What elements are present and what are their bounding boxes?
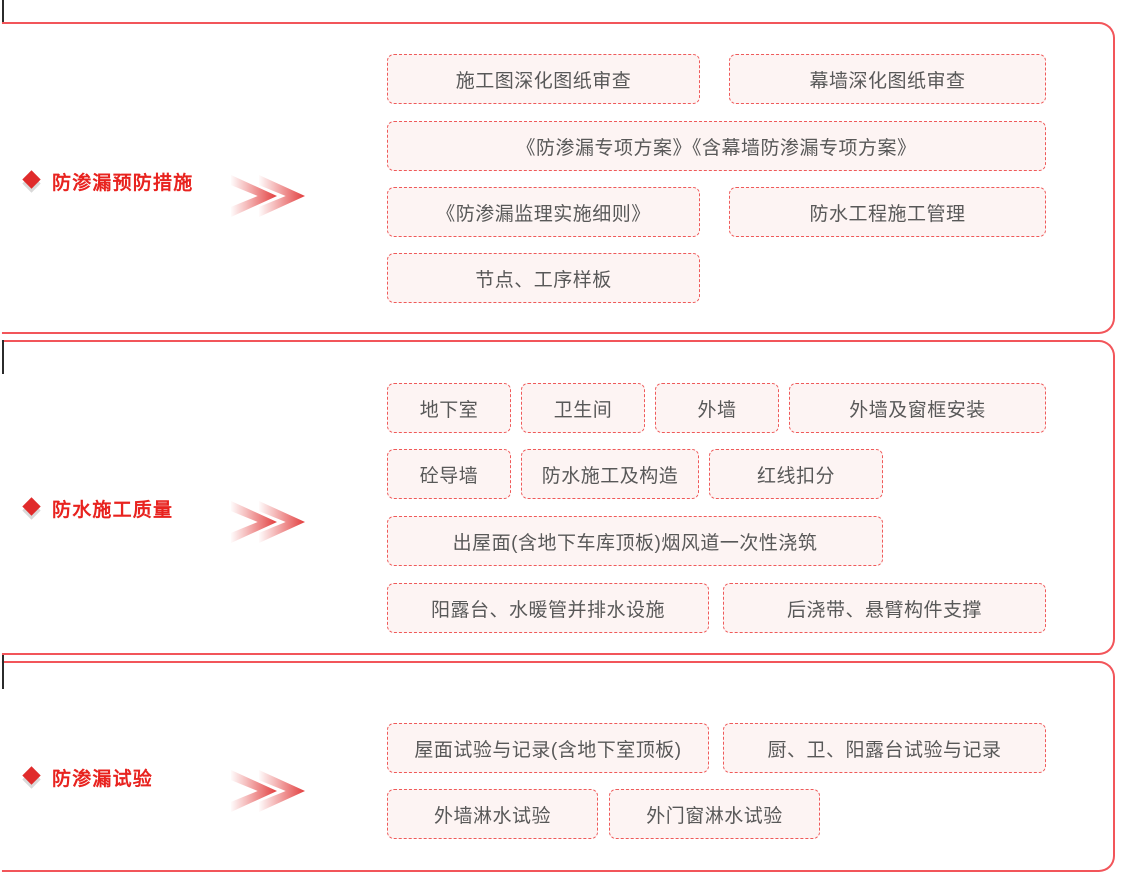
double-chevron-arrow-icon (231, 175, 305, 217)
tag-box[interactable]: 阳露台、水暖管并排水设施 (387, 583, 709, 633)
tag-box[interactable]: 砼导墙 (387, 449, 511, 499)
section-label-text: 防水施工质量 (52, 500, 174, 521)
tag-box[interactable]: 卫生间 (521, 383, 645, 433)
left-edge-tick (2, 0, 4, 22)
tag-box[interactable]: 节点、工序样板 (387, 253, 700, 303)
diamond-bullet-icon (22, 497, 41, 520)
tag-box[interactable]: 外门窗淋水试验 (609, 789, 820, 839)
tag-box[interactable]: 厨、卫、阳露台试验与记录 (723, 723, 1046, 773)
tag-box[interactable]: 出屋面(含地下车库顶板)烟风道一次性浇筑 (387, 516, 883, 566)
tag-box[interactable]: 施工图深化图纸审查 (387, 54, 700, 104)
section-construction-quality: 防水施工质量 地下室 卫生间 外墙 外墙及窗框安装 砼导墙 防水施工及构造 红线… (0, 340, 1123, 655)
tag-box[interactable]: 外墙淋水试验 (387, 789, 598, 839)
tag-box[interactable]: 屋面试验与记录(含地下室顶板) (387, 723, 709, 773)
diamond-bullet-icon (22, 170, 41, 193)
tag-box[interactable]: 防水工程施工管理 (729, 187, 1046, 237)
double-chevron-arrow-icon (231, 770, 305, 812)
tag-box[interactable]: 地下室 (387, 383, 511, 433)
left-edge-tick (2, 340, 4, 374)
tag-box[interactable]: 红线扣分 (709, 449, 883, 499)
section-prevention: 防渗漏预防措施 施工图深化图纸审查 幕墙深化图纸审查 《防渗漏专项方案》《含幕墙… (0, 0, 1123, 334)
tag-box[interactable]: 《防渗漏监理实施细则》 (387, 187, 700, 237)
tag-box[interactable]: 外墙及窗框安装 (789, 383, 1046, 433)
section-leak-test: 防渗漏试验 屋面试验与记录(含地下室顶板) 厨、卫、阳露台试验与记录 外墙淋水试… (0, 655, 1123, 872)
diamond-bullet-icon (22, 766, 41, 789)
section-label-construction-quality: 防水施工质量 (22, 495, 173, 522)
tag-box[interactable]: 防水施工及构造 (521, 449, 699, 499)
tag-box[interactable]: 幕墙深化图纸审查 (729, 54, 1046, 104)
tag-box[interactable]: 《防渗漏专项方案》《含幕墙防渗漏专项方案》 (387, 121, 1046, 171)
section-label-leak-test: 防渗漏试验 (22, 764, 153, 791)
section-label-text: 防渗漏试验 (52, 769, 154, 790)
tag-box[interactable]: 外墙 (655, 383, 779, 433)
tag-box[interactable]: 后浇带、悬臂构件支撑 (723, 583, 1046, 633)
left-edge-tick (2, 655, 4, 689)
section-label-text: 防渗漏预防措施 (52, 173, 194, 194)
section-label-prevention: 防渗漏预防措施 (22, 168, 193, 195)
double-chevron-arrow-icon (231, 501, 305, 543)
